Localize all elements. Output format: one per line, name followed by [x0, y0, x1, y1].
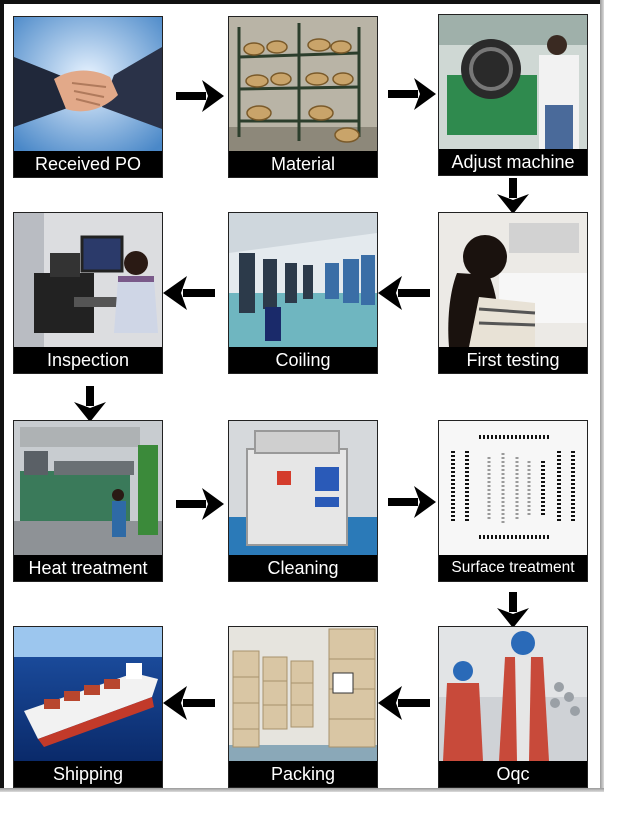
step-first-testing: First testing — [438, 212, 588, 374]
material-racks-photo — [229, 17, 377, 151]
step-shipping: Shipping — [13, 626, 163, 788]
step-inspection: Inspection — [13, 212, 163, 374]
step-surface-treatment: Surface treatment — [438, 420, 588, 582]
step-label: Adjust machine — [439, 149, 587, 175]
step-label: Shipping — [14, 761, 162, 787]
arrow-left-icon — [378, 686, 430, 720]
arrow-right-icon — [388, 486, 436, 518]
step-label: First testing — [439, 347, 587, 373]
inspection-photo — [14, 213, 162, 347]
cargo-ship-photo — [14, 627, 162, 761]
step-packing: Packing — [228, 626, 378, 788]
arrow-left-icon — [163, 276, 215, 310]
step-label: Inspection — [14, 347, 162, 373]
step-label: Heat treatment — [14, 555, 162, 581]
step-cleaning: Cleaning — [228, 420, 378, 582]
handshake-photo — [14, 17, 162, 151]
arrow-down-icon — [497, 592, 529, 628]
arrow-right-icon — [388, 78, 436, 110]
arrow-down-icon — [497, 178, 529, 214]
step-label: Packing — [229, 761, 377, 787]
step-received-po: Received PO — [13, 16, 163, 178]
step-material: Material — [228, 16, 378, 178]
step-label: Coiling — [229, 347, 377, 373]
step-coiling: Coiling — [228, 212, 378, 374]
step-label: Material — [229, 151, 377, 177]
testing-photo — [439, 213, 587, 347]
arrow-down-icon — [74, 386, 106, 422]
frame-shadow-right — [600, 0, 604, 792]
arrow-left-icon — [378, 276, 430, 310]
furnace-photo — [14, 421, 162, 555]
step-heat-treatment: Heat treatment — [13, 420, 163, 582]
step-label: Received PO — [14, 151, 162, 177]
arrow-right-icon — [176, 488, 224, 520]
step-adjust-machine: Adjust machine — [438, 14, 588, 176]
spring-machine-photo — [439, 15, 587, 149]
step-label: Oqc — [439, 761, 587, 787]
arrow-left-icon — [163, 686, 215, 720]
cartons-photo — [229, 627, 377, 761]
step-label: Cleaning — [229, 555, 377, 581]
cleaning-machine-photo — [229, 421, 377, 555]
coiling-workshop-photo — [229, 213, 377, 347]
qc-workers-photo — [439, 627, 587, 761]
step-label: Surface treatment — [439, 555, 587, 581]
springs-photo — [439, 421, 587, 555]
arrow-right-icon — [176, 80, 224, 112]
frame-shadow-bottom — [0, 788, 604, 792]
step-oqc: Oqc — [438, 626, 588, 788]
